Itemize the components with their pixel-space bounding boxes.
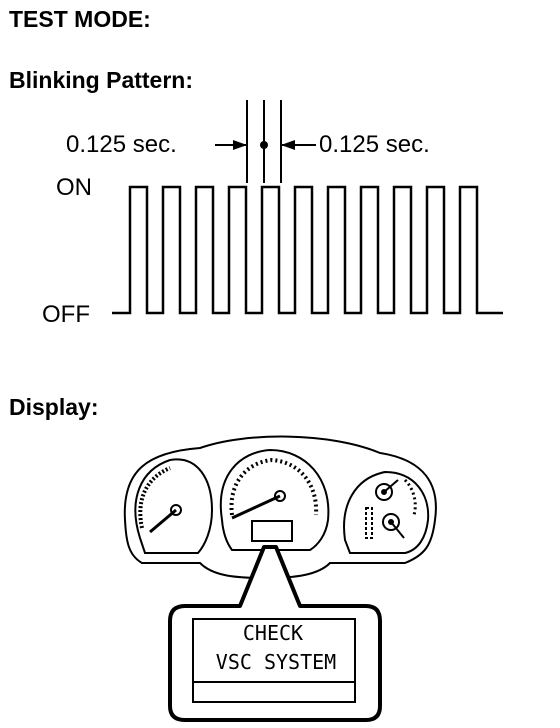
speedometer-needle — [231, 494, 281, 520]
speedometer-scale — [229, 457, 319, 516]
right-duration-label: 0.125 sec. — [319, 131, 430, 158]
left-arrowhead — [233, 140, 247, 150]
display-callout — [168, 545, 382, 722]
display-line-check: CHECK — [243, 621, 303, 645]
callout-screen — [192, 618, 356, 703]
left-duration-label: 0.125 sec. — [66, 131, 177, 158]
left-gauge-scale — [138, 466, 171, 529]
left-gauge-needle — [149, 508, 177, 534]
instrument-cluster — [123, 435, 437, 580]
speedometer-hub — [274, 490, 286, 502]
display-line-vsc-system: VSC SYSTEM — [216, 650, 336, 674]
left-gauge-hub — [170, 504, 182, 516]
indicator-strip — [365, 507, 373, 539]
multi-display-window — [251, 520, 293, 542]
speedometer-rim — [219, 448, 330, 551]
temp-gauge — [382, 513, 400, 531]
on-level-label: ON — [56, 174, 92, 201]
off-level-label: OFF — [42, 301, 90, 328]
blinking-square-wave — [112, 185, 503, 315]
right-arrowhead — [281, 140, 295, 150]
test-mode-title: TEST MODE: — [9, 6, 151, 32]
fuel-gauge — [375, 483, 393, 501]
cluster-outline — [123, 435, 437, 580]
blinking-pattern-heading: Blinking Pattern: — [9, 67, 194, 93]
center-dot — [260, 141, 268, 149]
left-gauge-rim — [134, 458, 214, 554]
right-gauge-rim — [343, 470, 430, 554]
display-heading: Display: — [9, 394, 99, 420]
